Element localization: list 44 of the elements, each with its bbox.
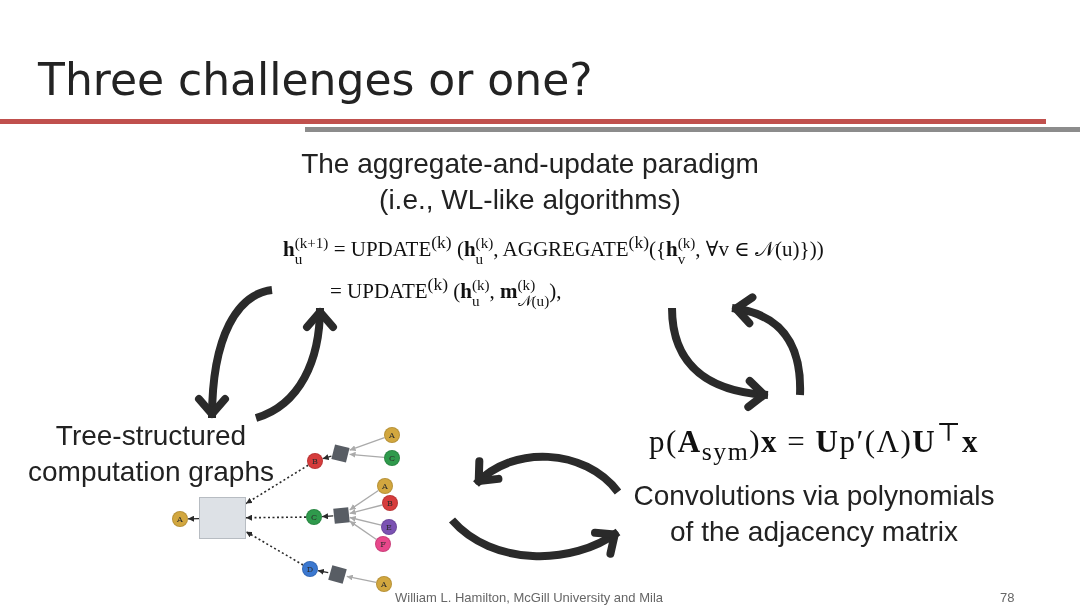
graph-node: D [302,561,318,577]
graph-node: C [384,450,400,466]
arrow [348,451,385,458]
graph-node: E [381,519,397,535]
arrow [349,504,383,515]
dotted-arrow [245,514,307,521]
dotted-arrow [245,464,309,505]
graph-node: C [306,509,322,525]
formula: h$_{u}$$^{(k+1)}$ = UPDATE$^{(k)}$ (h$_{u}$$^{(k)}$, AGGREGATE$^{(k)}$({h$_{v}$$^{(k)}$, ∀v ∈ 𝒩(u)})) [283,231,824,268]
arrow [187,515,200,522]
arrow [346,574,377,584]
curved-arrow [449,517,621,560]
aggregation-box [199,497,246,539]
curved-arrow [731,294,805,395]
graph-node: A [376,576,392,592]
curved-arrow [254,307,337,422]
graph-node: F [375,536,391,552]
footer-text: William L. Hamilton, McGill University and Mila [395,590,663,606]
curved-arrow [668,307,769,411]
arrow [317,568,329,575]
formula: p(A$_{sym}$)x = Up′(Λ)U$^{⊤}$x [647,417,981,468]
graph-node: A [384,427,400,443]
arrow [348,437,386,452]
formula: = UPDATE$^{(k)}$ (h$_{u}$$^{(k)}$, m$_{𝒩(u)}$$^{(k)}$), [330,273,562,310]
page-number: 78 [1000,590,1015,606]
aggregation-square [331,444,350,463]
aggregation-square [333,507,350,524]
arrow [349,516,382,526]
slide-title: Three challenges or one? [38,54,593,106]
aggregation-square [328,565,347,584]
heading-text: The aggregate-and-update paradigm (i.e., WL-like algorithms) [300,147,760,217]
graph-node: A [172,511,188,527]
arrow [321,513,334,520]
arrow [322,454,333,460]
concept-label: Tree-structured computation graphs [20,418,282,490]
arrow [349,489,380,511]
graph-node: A [377,478,393,494]
curved-arrow [473,452,621,495]
graph-node: B [307,453,323,469]
curved-arrow [195,286,273,419]
dotted-arrow [245,530,304,566]
concept-label: Convolutions via polynomials of the adjacency matrix [632,479,996,549]
arrow [349,520,378,541]
graph-node: B [382,495,398,511]
